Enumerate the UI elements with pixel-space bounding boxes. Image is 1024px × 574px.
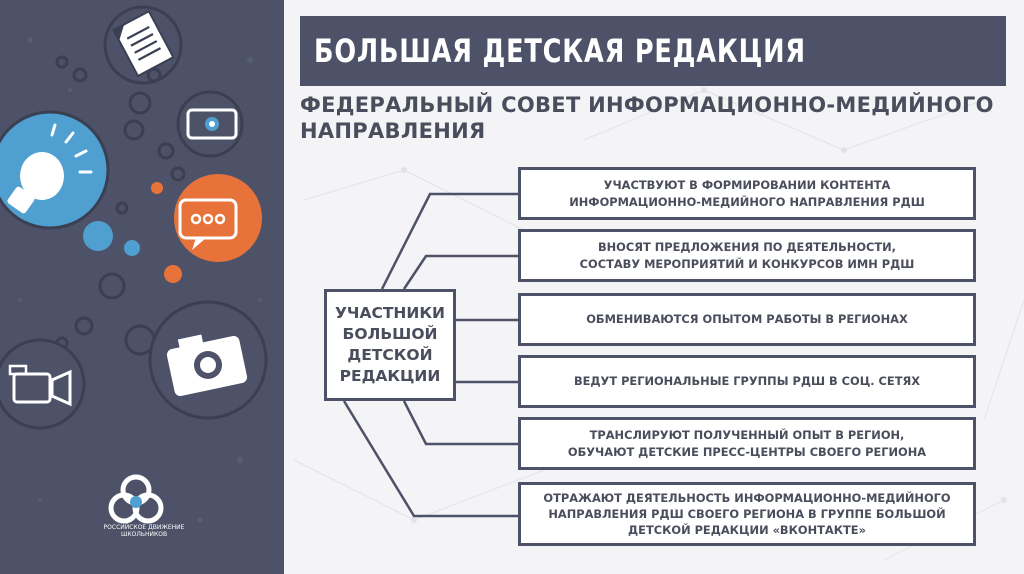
- lightbulb-icon: [0, 110, 110, 230]
- phone-icon: [176, 90, 244, 158]
- connector-2: [402, 254, 518, 290]
- connector-5: [402, 400, 518, 446]
- list-item: ОБМЕНИВАЮТСЯ ОПЫТОМ РАБОТЫ В РЕГИОНАХ: [518, 293, 976, 346]
- list-item: УЧАСТВУЮТ В ФОРМИРОВАНИИ КОНТЕНТА ИНФОРМ…: [518, 167, 976, 220]
- video-camera-icon: [0, 338, 86, 430]
- network-background: [293, 87, 1024, 561]
- list-item: ТРАНСЛИРУЮТ ПОЛУЧЕННЫЙ ОПЫТ В РЕГИОН, ОБ…: [518, 417, 976, 470]
- rdsh-logo-icon: [108, 474, 164, 524]
- main-area: БОЛЬШАЯ ДЕТСКАЯ РЕДАКЦИЯ ФЕДЕРАЛЬНЫЙ СОВ…: [284, 0, 1024, 574]
- list-item: ВЕДУТ РЕГИОНАЛЬНЫЕ ГРУППЫ РДШ В СОЦ. СЕТ…: [518, 355, 976, 408]
- list-item: ВНОСЯТ ПРЕДЛОЖЕНИЯ ПО ДЕЯТЕЛЬНОСТИ, СОСТ…: [518, 229, 976, 282]
- page-subtitle: ФЕДЕРАЛЬНЫЙ СОВЕТ ИНФОРМАЦИОННО-МЕДИЙНОГ…: [300, 93, 994, 143]
- list-item: ОТРАЖАЮТ ДЕЯТЕЛЬНОСТЬ ИНФОРМАЦИОННО-МЕДИ…: [518, 482, 976, 546]
- connector-1: [380, 192, 518, 290]
- camera-icon: [148, 300, 268, 420]
- document-icon: [103, 5, 183, 85]
- logo-text: РОССИЙСКОЕ ДВИЖЕНИЕ ШКОЛЬНИКОВ: [103, 524, 185, 538]
- center-node: УЧАСТНИКИ БОЛЬШОЙ ДЕТСКОЙ РЕДАКЦИИ: [324, 289, 456, 401]
- connector-lines: [342, 192, 518, 518]
- page-title: БОЛЬШАЯ ДЕТСКАЯ РЕДАКЦИЯ: [300, 16, 1006, 86]
- sidebar-icons: [0, 5, 268, 524]
- connector-6: [342, 400, 518, 518]
- sidebar-illustration: РОССИЙСКОЕ ДВИЖЕНИЕ ШКОЛЬНИКОВ: [0, 0, 284, 574]
- chat-bubble-icon: [174, 174, 262, 262]
